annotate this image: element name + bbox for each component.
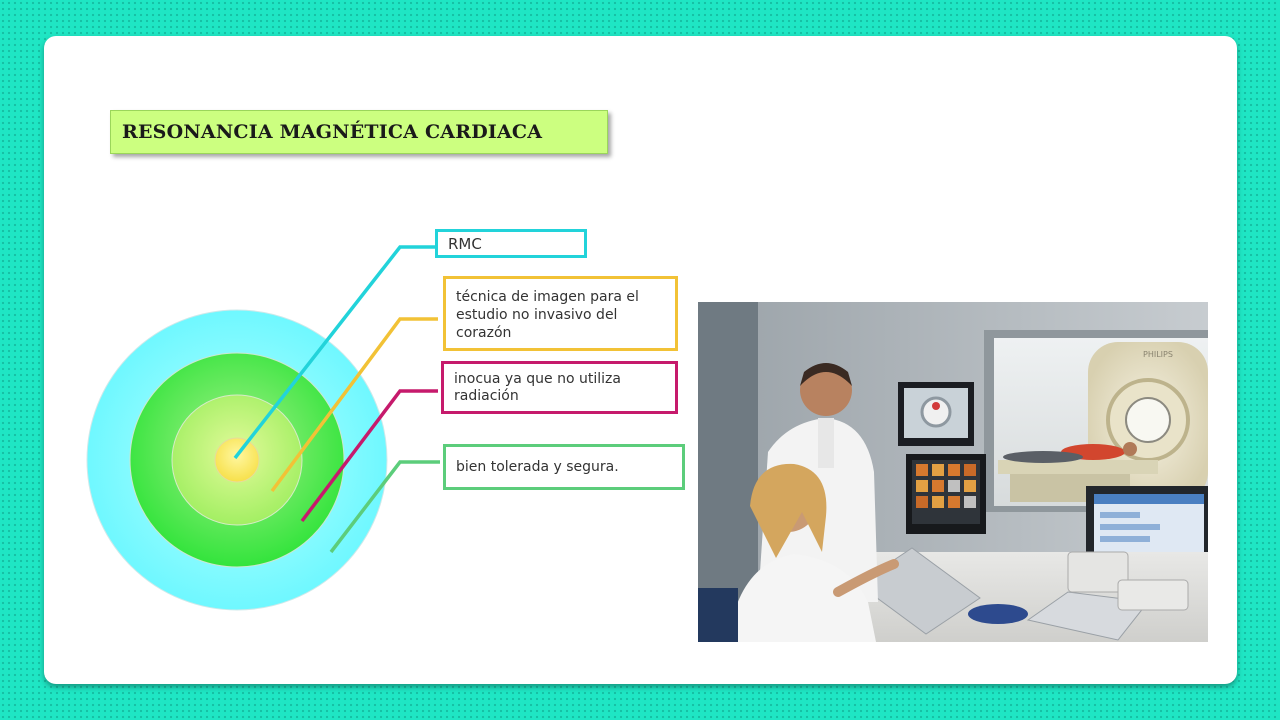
connector-line-3 (300, 389, 438, 523)
ring-center (214, 437, 260, 483)
connector-line-4 (329, 460, 440, 554)
connector-line-2 (270, 317, 438, 493)
item-text-tecnica: técnica de imagen para el estudio no inv… (456, 289, 639, 341)
slide-title: RESONANCIA MAGNÉTICA CARDIACA (122, 121, 543, 143)
title-box: RESONANCIA MAGNÉTICA CARDIACA (110, 110, 608, 154)
mri-photo-illustration: PHILIPS (698, 302, 1208, 642)
item-text-rmc: RMC (448, 235, 482, 253)
item-box-tolerada: bien tolerada y segura. (443, 444, 685, 490)
item-box-rmc: RMC (435, 229, 587, 258)
item-box-tecnica: técnica de imagen para el estudio no inv… (443, 276, 678, 351)
scanner-brand: PHILIPS (1143, 350, 1173, 359)
connector-line-1 (233, 245, 436, 460)
item-box-inocua: inocua ya que no utiliza radiación (441, 361, 678, 414)
mri-room-photo: PHILIPS (698, 302, 1208, 642)
item-text-inocua: inocua ya que no utiliza radiación (454, 371, 621, 404)
item-text-tolerada: bien tolerada y segura. (456, 459, 619, 475)
